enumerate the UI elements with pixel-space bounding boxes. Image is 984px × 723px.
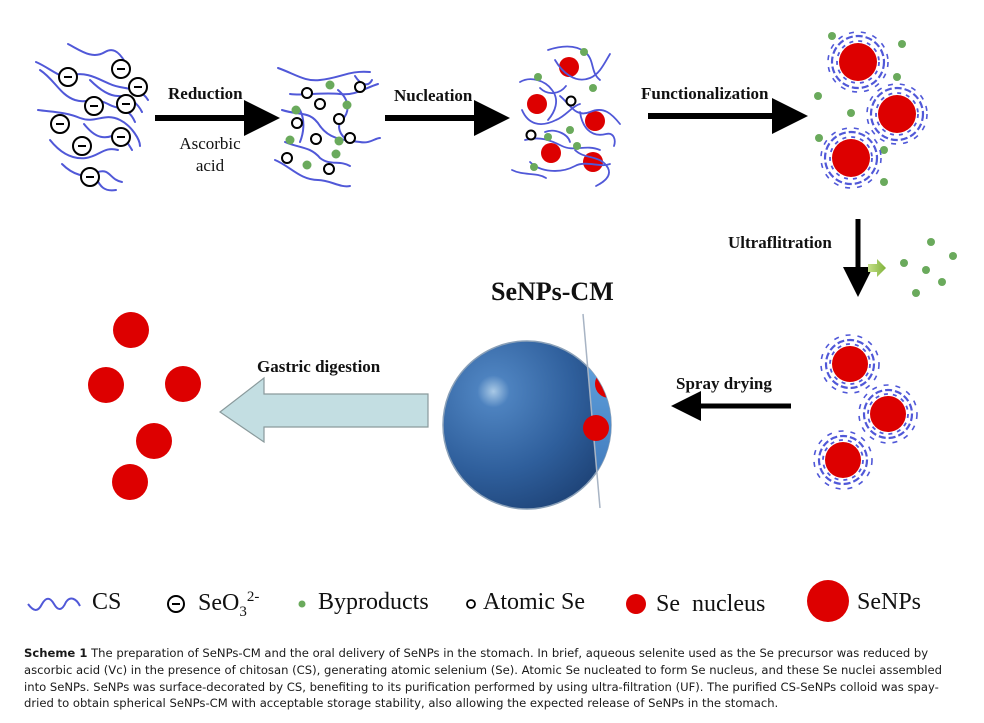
- coated-senp: [820, 127, 882, 189]
- coated-senp: [866, 83, 928, 145]
- stage-se-nuclei: [511, 45, 621, 187]
- nucleation-label: Nucleation: [394, 86, 473, 105]
- byproduct-dots: [814, 32, 906, 186]
- caption-text: The preparation of SeNPs-CM and the oral…: [24, 646, 942, 711]
- coated-senp: [858, 384, 918, 444]
- coated-senp: [813, 430, 873, 490]
- legend-label-selenite-base: SeO: [198, 590, 240, 616]
- coated-senp: [827, 31, 889, 93]
- chitosan-chains: [274, 67, 381, 188]
- atomic-se-circles: [281, 81, 366, 175]
- legend-label-atomic-se: Atomic Se: [483, 589, 585, 615]
- legend-label-se-nucleus: Se nucleus: [656, 591, 766, 617]
- stage-selenite-chitosan: [35, 43, 149, 192]
- legend-label-senps: SeNPs: [857, 589, 922, 615]
- filtrate-arrow-icon: [868, 259, 886, 277]
- red-dot-small-icon: [626, 594, 646, 614]
- scheme-diagram: [27, 31, 957, 622]
- byproduct-dots: [285, 80, 352, 170]
- open-circle-icon: [466, 599, 476, 609]
- red-dot-large-icon: [807, 580, 849, 622]
- product-title: SeNPs-CM: [491, 277, 614, 306]
- reducing-agent-label: Ascorbic acid: [168, 133, 252, 177]
- selenite-ions: [50, 59, 148, 187]
- functionalization-label: Functionalization: [641, 84, 769, 103]
- gastric-digestion-arrow: [218, 376, 429, 444]
- spray-drying-label: Spray drying: [676, 374, 772, 393]
- green-dot-icon: [298, 600, 306, 608]
- reduction-label: Reduction: [168, 84, 243, 103]
- stage-cs-senps: [814, 31, 928, 189]
- atomic-se-circles: [525, 95, 577, 141]
- byproduct-dots: [530, 48, 597, 171]
- stage-purified-cs-senps: [813, 334, 918, 490]
- legend-label-byproducts: Byproducts: [318, 589, 429, 615]
- legend-label-selenite-sup: 2-: [246, 589, 260, 605]
- caption-label: Scheme 1: [24, 646, 88, 660]
- ultrafiltration-label: Ultraflitration: [728, 233, 832, 252]
- chitosan-chains: [511, 45, 621, 187]
- reducing-agent-line-2: acid: [195, 156, 225, 175]
- legend-label-selenite-sub: 3: [239, 603, 247, 620]
- legend-label-cs: CS: [92, 589, 122, 615]
- legend-label-selenite: SeO32-: [198, 589, 259, 621]
- minus-circle-icon: [167, 595, 185, 613]
- filtrate-byproducts: [900, 238, 957, 297]
- senps-cm-microsphere: [442, 313, 612, 510]
- coated-senp: [820, 334, 880, 394]
- gastric-digestion-label: Gastric digestion: [257, 357, 381, 376]
- figure-caption: Scheme 1 The preparation of SeNPs-CM and…: [24, 645, 964, 712]
- wave-icon: [27, 597, 81, 611]
- reducing-agent-line-1: Ascorbic: [179, 134, 241, 153]
- legend: [27, 580, 849, 622]
- stage-atomic-se: [274, 67, 381, 188]
- released-senps: [88, 312, 201, 500]
